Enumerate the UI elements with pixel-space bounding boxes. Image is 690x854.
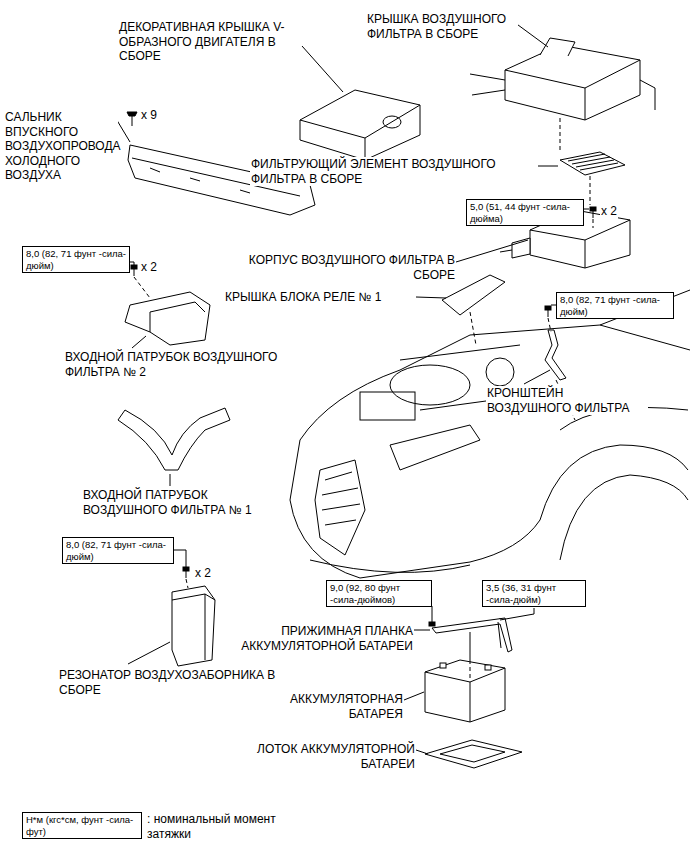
air-inlet-1 xyxy=(118,408,230,470)
air-filter-cover xyxy=(470,38,655,120)
torque-value: 9,0 (92, 80 фунт -сила-дюймов) xyxy=(330,582,428,605)
car-outline xyxy=(290,290,690,578)
torque-box: 9,0 (92, 80 фунт -сила-дюймов) xyxy=(326,580,432,607)
torque-box: Н*м (кгс*см, фунт -сила-фут) xyxy=(22,812,142,839)
torque-box: 8,0 (82, 71 фунт -сила-дюйм) xyxy=(62,537,174,564)
torque-value: 8,0 (82, 71 фунт -сила-дюйм) xyxy=(66,539,170,562)
part-name: ЛОТОК АККУМУЛЯТОРНОЙ БАТАРЕИ xyxy=(246,742,416,771)
part-name: КРОНШТЕЙН ВОЗДУШНОГО ФИЛЬТРА xyxy=(486,386,648,415)
battery-clamp xyxy=(432,618,512,660)
part-name: ВХОДНОЙ ПАТРУБОК ВОЗДУШНОГО ФИЛЬТРА № 1 xyxy=(82,488,284,517)
part-name: КРЫШКА БЛОКА РЕЛЕ № 1 xyxy=(224,290,382,305)
torque-value: Н*м (кгс*см, фунт -сила-фут) xyxy=(26,814,138,837)
part-name: ВХОДНОЙ ПАТРУБОК ВОЗДУШНОГО ФИЛЬТРА № 2 xyxy=(64,350,298,379)
torque-value: 5,0 (51, 44 фунт -сила-дюйма) xyxy=(470,201,580,224)
engine-cover xyxy=(300,90,420,160)
quantity-note: x 2 xyxy=(194,566,212,581)
screw xyxy=(127,112,137,126)
torque-box: 5,0 (51, 44 фунт -сила-дюйма) xyxy=(466,199,584,226)
part-name: ПРИЖИМНАЯ ПЛАНКА АККУМУЛЯТОРНОЙ БАТАРЕИ xyxy=(222,624,414,653)
part-name: РЕЗОНАТОР ВОЗДУХОЗАБОРНИКА В СБОРЕ xyxy=(58,668,285,697)
air-inlet-2 xyxy=(125,292,210,345)
torque-value: 8,0 (82, 71 фунт -сила-дюйм) xyxy=(560,294,670,317)
part-name: АККУМУЛЯТОРНАЯ БАТАРЕЯ xyxy=(270,692,404,721)
part-name: КРЫШКА ВОЗДУШНОГО ФИЛЬТРА В СБОРЕ xyxy=(366,12,518,41)
torque-value: 8,0 (82, 71 фунт -сила-дюйм) xyxy=(26,248,126,271)
part-name: КОРПУС ВОЗДУШНОГО ФИЛЬТРА В СБОРЕ xyxy=(236,253,456,282)
part-name: САЛЬНИК ВПУСКНОГО ВОЗДУХОПРОВОДА ХОЛОДНО… xyxy=(4,110,118,183)
quantity-note: x 9 xyxy=(140,108,158,123)
quantity-note: x 2 xyxy=(600,204,618,219)
torque-box: 8,0 (82, 71 фунт -сила-дюйм) xyxy=(22,246,130,273)
torque-value: 3,5 (36, 31 фунт -сила-дюйм) xyxy=(486,582,582,605)
battery xyxy=(425,660,505,722)
bolt-symbols xyxy=(131,207,596,626)
filter-element xyxy=(560,152,625,175)
resonator xyxy=(172,586,215,666)
part-name: ФИЛЬТРУЮЩИЙ ЭЛЕМЕНТ ВОЗДУШНОГО ФИЛЬТРА В… xyxy=(250,157,537,186)
filter-bracket xyxy=(545,330,566,380)
part-name: ДЕКОРАТИВНАЯ КРЫШКА V-ОБРАЗНОГО ДВИГАТЕЛ… xyxy=(118,20,300,64)
part-name: : номинальный момент затяжки xyxy=(146,812,278,841)
torque-box: 3,5 (36, 31 фунт -сила-дюйм) xyxy=(482,580,586,607)
quantity-note: x 2 xyxy=(140,260,158,275)
battery-tray xyxy=(425,740,522,768)
torque-box: 8,0 (82, 71 фунт -сила-дюйм) xyxy=(556,292,674,319)
